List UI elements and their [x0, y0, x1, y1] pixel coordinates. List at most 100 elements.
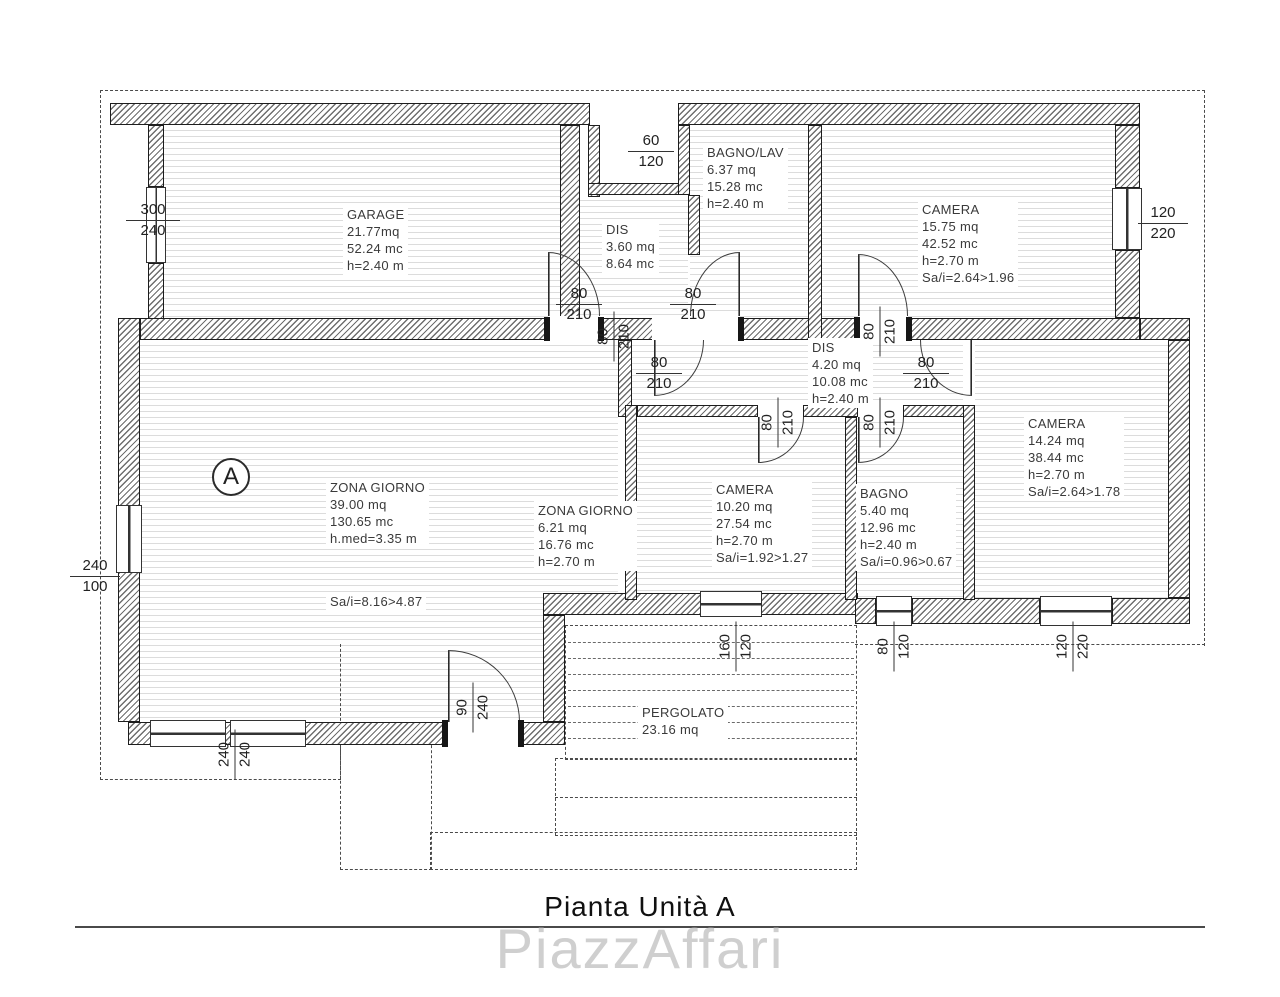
wall-niche-left — [588, 125, 600, 197]
wall-camera-e-right — [1168, 340, 1190, 598]
wall-right-outer-lower — [1115, 250, 1140, 318]
room-label-zona-giorno: ZONA GIORNO 39.00 mq 130.65 mc h.med=3.3… — [326, 478, 430, 548]
room-height: h=2.70 m — [1028, 467, 1085, 482]
room-area: 23.16 mq — [642, 722, 699, 737]
dim-value: 240 — [215, 741, 233, 768]
wall-bottom-step — [855, 598, 876, 624]
dim-value: 210 — [636, 373, 682, 394]
dim-value: 300 — [140, 201, 166, 218]
boundary-dashed-left — [100, 90, 101, 780]
boundary-dashed-step — [340, 644, 341, 780]
dim-value: 80 — [570, 285, 588, 302]
room-label-camera-mid: CAMERA 10.20 mq 27.54 mc h=2.70 m Sa/i=1… — [712, 480, 813, 567]
window-camera-mid — [700, 591, 762, 617]
dim-value: 80 — [874, 638, 892, 655]
wall-right-outer-upper — [1115, 125, 1140, 188]
room-label-zona-giorno-ratio: Sa/i=8.16>4.87 — [326, 592, 427, 611]
dim-v-window-bagno: 80 120 — [874, 621, 915, 672]
wall-central-band — [140, 318, 1140, 340]
room-name: ZONA GIORNO — [538, 503, 634, 518]
room-area: 4.20 mq — [812, 357, 862, 372]
wall-bottom-right-1 — [912, 598, 1040, 624]
dim-value: 120 — [1053, 633, 1071, 660]
door-jamb — [544, 317, 550, 341]
dim-value: 240 — [126, 220, 180, 241]
door-opening-zona-exterior — [446, 720, 522, 747]
title-underline — [75, 926, 1205, 928]
dim-value: 100 — [70, 576, 120, 597]
dim-niche: 60 120 — [628, 131, 674, 172]
room-volume: 27.54 mc — [716, 516, 772, 531]
room-height: h=2.70 m — [538, 554, 595, 569]
dim-v-door-camera-mid: 80 210 — [758, 397, 799, 448]
room-label-camera-e: CAMERA 14.24 mq 38.44 mc h=2.70 m Sa/i=2… — [1024, 414, 1125, 501]
door-jamb — [854, 317, 860, 341]
room-ratio: Sa/i=8.16>4.87 — [330, 594, 423, 609]
dim-door-camera-e: 80 210 — [903, 353, 949, 394]
room-volume: 38.44 mc — [1028, 450, 1084, 465]
wall-niche-right — [678, 125, 690, 195]
unit-marker: A — [212, 458, 250, 496]
room-area: 21.77mq — [347, 224, 400, 239]
dim-value: 80 — [860, 414, 878, 431]
pergolato-slat — [568, 642, 854, 643]
wall-bottom-right-2 — [1112, 598, 1190, 624]
dim-value: 210 — [670, 304, 716, 325]
room-volume: 42.52 mc — [922, 236, 978, 251]
room-area: 14.24 mq — [1028, 433, 1085, 448]
room-area: 6.21 mq — [538, 520, 588, 535]
wall-zona-step — [543, 615, 565, 722]
door-opening-garage — [548, 316, 600, 342]
dim-value: 210 — [879, 306, 901, 357]
dim-v-door-camera-ne: 80 210 — [860, 306, 901, 357]
room-name: PERGOLATO — [642, 705, 725, 720]
room-volume: 130.65 mc — [330, 514, 394, 529]
room-volume: 16.76 mc — [538, 537, 594, 552]
room-name: CAMERA — [1028, 416, 1086, 431]
room-height: h=2.40 m — [812, 391, 869, 406]
dim-value: 80 — [917, 354, 935, 371]
room-ratio: Sa/i=2.64>1.78 — [1028, 484, 1121, 499]
wall-bagnolav-right — [808, 125, 822, 340]
window-zona-bottom-2 — [230, 720, 306, 747]
wall-ne-corner — [1140, 318, 1190, 340]
door-jamb — [738, 317, 744, 341]
room-height: h=2.40 m — [347, 258, 404, 273]
dim-door-garage: 80 210 — [556, 284, 602, 325]
dim-value: 210 — [903, 373, 949, 394]
dim-value: 160 — [716, 633, 734, 660]
door-jamb — [518, 720, 524, 747]
door-jamb — [598, 317, 604, 341]
dim-v-window-camera-e: 120 220 — [1053, 621, 1094, 672]
wall-bagno-right — [963, 405, 975, 600]
page-title: Pianta Unità A — [544, 891, 736, 922]
dim-v-door-bagno: 80 210 — [860, 397, 901, 448]
room-name: BAGNO/LAV — [707, 145, 784, 160]
room-name: DIS — [812, 340, 835, 355]
dim-value: 240 — [234, 729, 256, 780]
room-name: BAGNO — [860, 486, 909, 501]
room-label-dis-mid: DIS 4.20 mq 10.08 mc h=2.40 m — [808, 338, 873, 408]
room-label-camera-ne: CAMERA 15.75 mq 42.52 mc h=2.70 m Sa/i=2… — [918, 200, 1019, 287]
dim-value: 80 — [758, 414, 776, 431]
boundary-dashed-bottom-right — [855, 644, 1205, 645]
room-volume: 52.24 mc — [347, 241, 403, 256]
dim-value: 220 — [1138, 223, 1188, 244]
room-volume: 15.28 mc — [707, 179, 763, 194]
window-garage-left — [146, 187, 166, 263]
boundary-dashed-top — [100, 90, 1205, 91]
watermark: PiazzAffari — [495, 917, 785, 980]
room-area: 15.75 mq — [922, 219, 979, 234]
dim-door-corridor: 80 210 — [636, 353, 682, 394]
room-label-zona-giorno-2: ZONA GIORNO 6.21 mq 16.76 mc h=2.70 m — [534, 501, 638, 571]
room-label-bagno-lav: BAGNO/LAV 6.37 mq 15.28 mc h=2.40 m — [703, 143, 788, 213]
dim-value: 90 — [453, 699, 471, 716]
room-area: 39.00 mq — [330, 497, 387, 512]
dim-garage-window: 300 240 — [126, 200, 180, 241]
dim-value: 220 — [1072, 621, 1094, 672]
door-opening-bagnolav — [690, 316, 740, 342]
door-jamb — [442, 720, 448, 747]
dim-door-bagnolav: 80 210 — [670, 284, 716, 325]
dim-value: 120 — [1150, 204, 1176, 221]
wall-top-left — [110, 103, 590, 125]
